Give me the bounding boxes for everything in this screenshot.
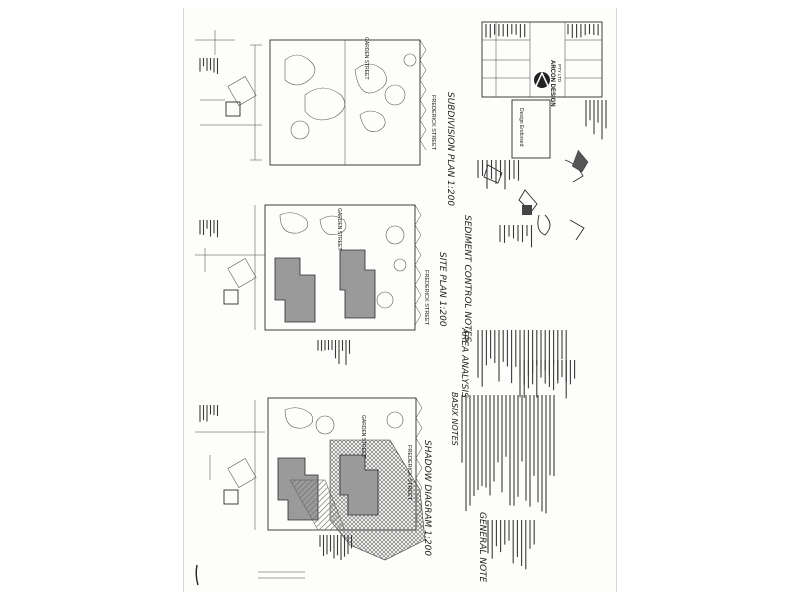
notes-column: SEDIMENT CONTROL NOTES AREA ANALYSIS BAS… <box>450 149 589 583</box>
basix-notes-title: BASIX NOTES <box>450 392 459 446</box>
plan1-street-top: GARDEN STREET <box>363 37 369 80</box>
company-sub: PTY LTD <box>557 64 562 83</box>
general-note-title: GENERAL NOTE <box>477 512 487 583</box>
title-block: ARCON DESIGN PTY LTD Design Endorsed <box>481 21 603 159</box>
subdivision-plan: GARDEN STREET FREDERICK STREET SUBDIVISI… <box>195 30 455 206</box>
plan3-street-side: FREDERICK STREET <box>406 445 412 501</box>
area-analysis-title: AREA ANALYSIS <box>459 327 469 398</box>
plan2-title: SITE PLAN 1:200 <box>437 252 447 327</box>
plan3-title: SHADOW DIAGRAM 1:200 <box>422 440 432 556</box>
site-plan: GARDEN STREET FREDERICK STREET SITE PLAN… <box>195 204 447 331</box>
stamp-label: Design Endorsed <box>518 108 524 147</box>
plan2-street-side: FREDERICK STREET <box>423 270 429 326</box>
sediment-control-title: SEDIMENT CONTROL NOTES <box>462 215 472 342</box>
approval-stamp <box>511 99 551 159</box>
company-name: ARCON DESIGN <box>549 60 555 107</box>
plan2-street-top: GARDEN STREET <box>336 208 342 251</box>
plan1-street-side: FREDERICK STREET <box>430 95 436 151</box>
company-logo-icon <box>534 72 550 88</box>
illegible-note-text <box>199 24 607 570</box>
plan3-street-top: GARDEN STREET <box>360 415 366 458</box>
shadow-diagram: GARDEN STREET FREDERICK STREET SHADOW DI… <box>195 397 432 579</box>
plan1-title: SUBDIVISION PLAN 1:200 <box>445 92 455 206</box>
margin-mark <box>195 564 199 586</box>
